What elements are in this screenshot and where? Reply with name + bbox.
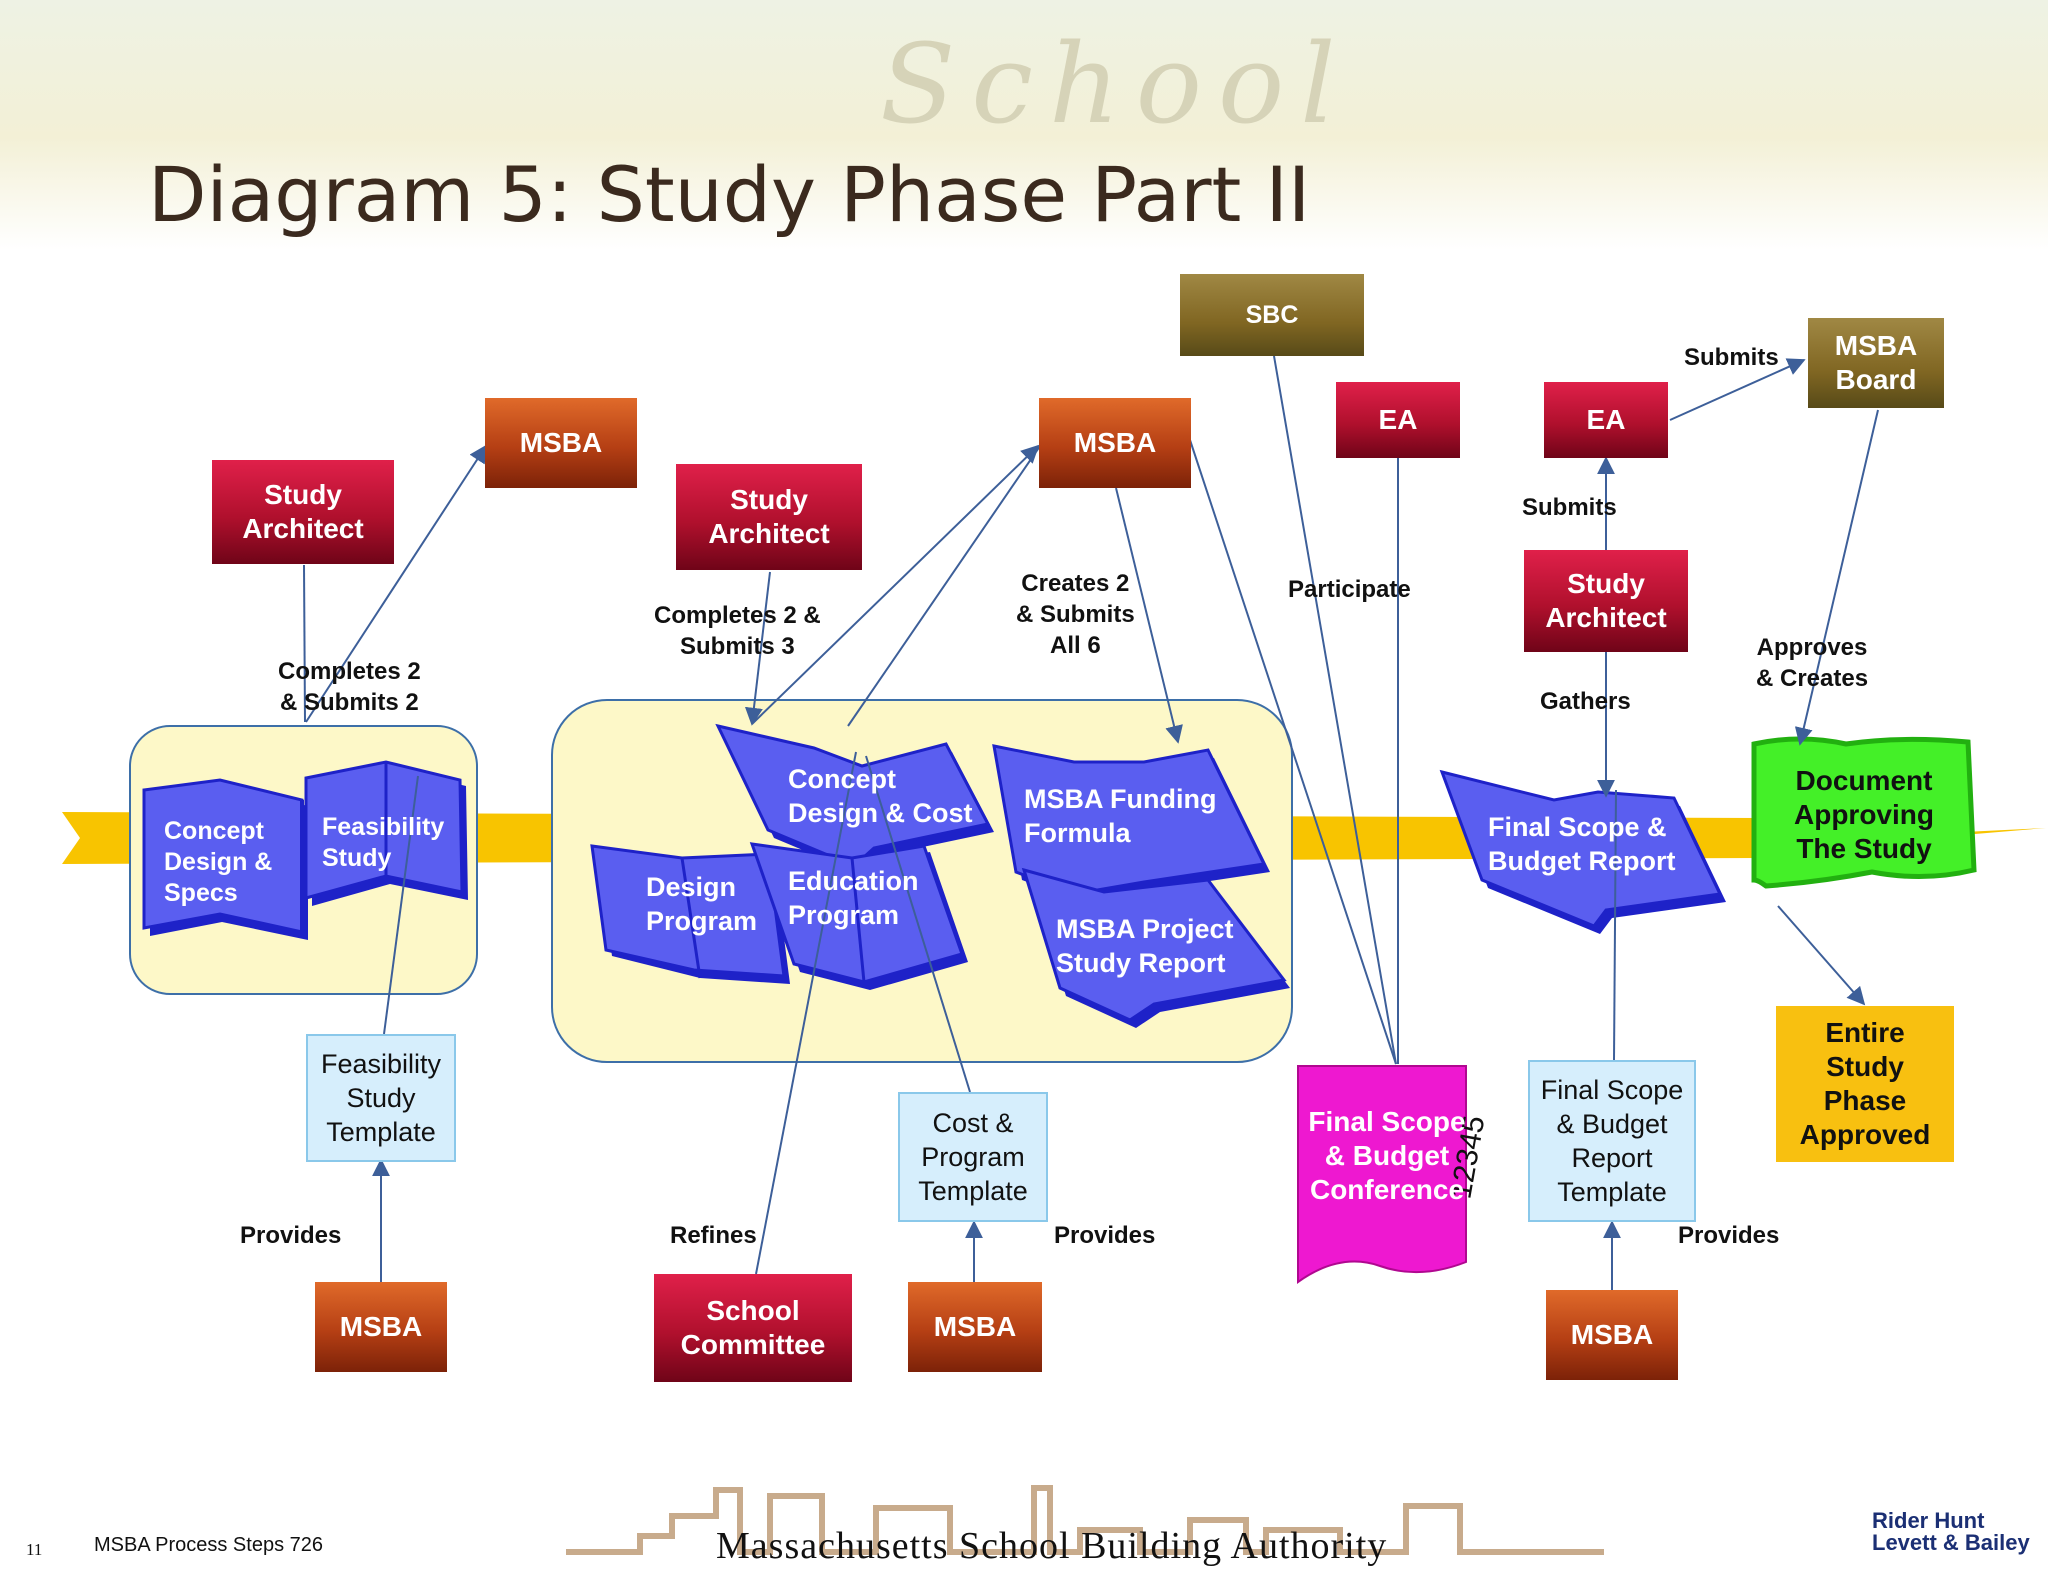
msba-box-top-center: MSBA [1039,398,1191,488]
entire-phase-approved-box: Entire Study Phase Approved [1776,1006,1954,1162]
book-label-project-study-report: MSBA Project Study Report [1056,914,1234,978]
study-architect-box-left: Study Architect [212,460,394,564]
label-provides-3: Provides [1678,1222,1780,1249]
edge-ea-to-board [1669,358,1806,421]
book-project-study-report [1021,867,1290,1028]
org-name: Massachusetts School Building Authority [716,1525,1388,1567]
label-participate: Participate [1288,576,1411,603]
msba-box-bottom-3: MSBA [1546,1290,1678,1380]
edge-msba-creates [1115,487,1183,744]
document-approving-label: Document Approving The Study [1794,765,1934,864]
label-provides-2: Provides [1054,1222,1156,1249]
school-committee-box: School Committee [654,1274,852,1382]
template-cost-program: Cost & Program Template [898,1092,1048,1222]
label-refines: Refines [670,1222,757,1249]
book-education-program [749,842,968,990]
conference-shape [1297,1065,1467,1284]
book-concept-design-cost [715,723,994,874]
skyline-graphic [566,1485,1604,1555]
label-completes-2-submits-2: Completes 2 & Submits 2 [278,658,421,716]
header-background [0,0,2048,250]
label-approves-creates: Approves & Creates [1756,634,1869,692]
edge-cost-to-msba [751,444,1040,725]
book-label-education-program: Education Program [788,866,919,930]
book-label-design-program: Design Program [646,872,758,936]
book-label-concept-design-specs: Concept Design & Specs [164,817,273,907]
edge-msba-conference [1189,439,1397,1065]
ea-box-right: EA [1544,382,1668,458]
study-architect-box-center: Study Architect [676,464,862,570]
book-label-concept-design-cost: Concept Design & Cost [788,764,973,828]
edge-architect-center-down [744,571,771,726]
edge-board-approves [1794,409,1879,746]
label-submits-mid: Submits [1522,494,1617,521]
edge-architect-left-down [303,564,306,723]
msba-box-bottom-1: MSBA [315,1282,447,1372]
msba-box-top-left: MSBA [485,398,637,488]
label-provides-1: Provides [240,1222,342,1249]
sbc-box: SBC [1180,274,1364,356]
page-title: Diagram 5: Study Phase Part II [148,150,1311,239]
edge-school-committee-refines [755,751,857,1275]
book-concept-design-specs [142,778,308,940]
msba-box-bottom-2: MSBA [908,1282,1042,1372]
document-approving-shape [1751,736,1977,889]
template-final-scope: Final Scope & Budget Report Template [1528,1060,1696,1222]
edge-sbc-conference [1273,355,1397,1065]
label-gathers: Gathers [1540,688,1631,715]
book-label-final-scope-report: Final Scope & Budget Report [1488,812,1676,876]
label-completes-2-submits-3: Completes 2 & Submits 3 [654,602,821,660]
edge-template-final-up [1613,789,1617,1061]
book-feasibility-study [304,760,468,906]
edge-to-msba-top-left [305,444,487,723]
edge-template-to-feasibility [383,775,419,1035]
study-architect-box-right: Study Architect [1524,550,1688,652]
msba-board-box: MSBA Board [1808,318,1944,408]
book-label-funding-formula: MSBA Funding Formula [1024,784,1217,848]
book-final-scope-budget-report [1439,769,1726,934]
doc-reference: MSBA Process Steps 726 [94,1534,324,1556]
edge-concept-to-msba [847,445,1041,727]
background-school-word: School [880,20,1352,148]
book-design-program [590,844,790,984]
edge-doc-to-approved [1777,905,1866,1006]
book-label-feasibility-study: Feasibility Study [322,813,445,872]
edge-template-cost-up [865,755,971,1093]
template-feasibility: Feasibility Study Template [306,1034,456,1162]
firm-logo-text: Rider Hunt Levett & Bailey [1872,1508,2030,1555]
ea-box-left: EA [1336,382,1460,458]
conference-label: Final Scope & Budget Conference [1308,1106,1466,1205]
label-creates-2-submits-all-6: Creates 2 & Submits All 6 [1016,570,1135,659]
book-funding-formula [992,744,1270,902]
label-submits-top: Submits [1684,344,1779,371]
page-number: 11 [26,1540,43,1559]
